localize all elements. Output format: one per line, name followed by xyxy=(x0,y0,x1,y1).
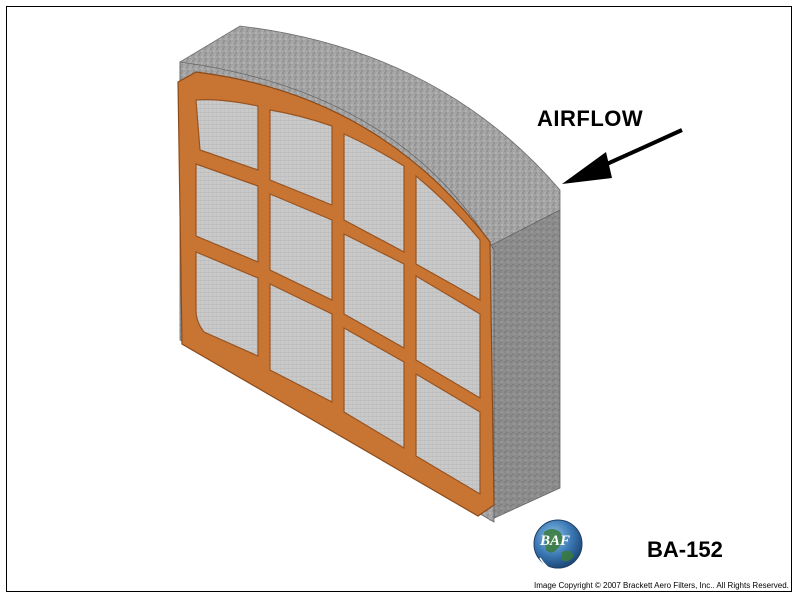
part-number: BA-152 xyxy=(647,537,723,562)
airflow-arrow xyxy=(562,128,683,184)
filter-side-foam xyxy=(485,209,561,521)
baf-logo xyxy=(533,519,583,573)
copyright-notice: Image Copyright © 2007 Brackett Aero Fil… xyxy=(534,581,789,590)
copper-frame xyxy=(177,71,495,517)
logo-text: BAF xyxy=(540,533,571,549)
image-border xyxy=(6,6,792,592)
mesh-panels xyxy=(195,99,481,496)
airflow-label: AIRFLOW xyxy=(537,106,644,131)
